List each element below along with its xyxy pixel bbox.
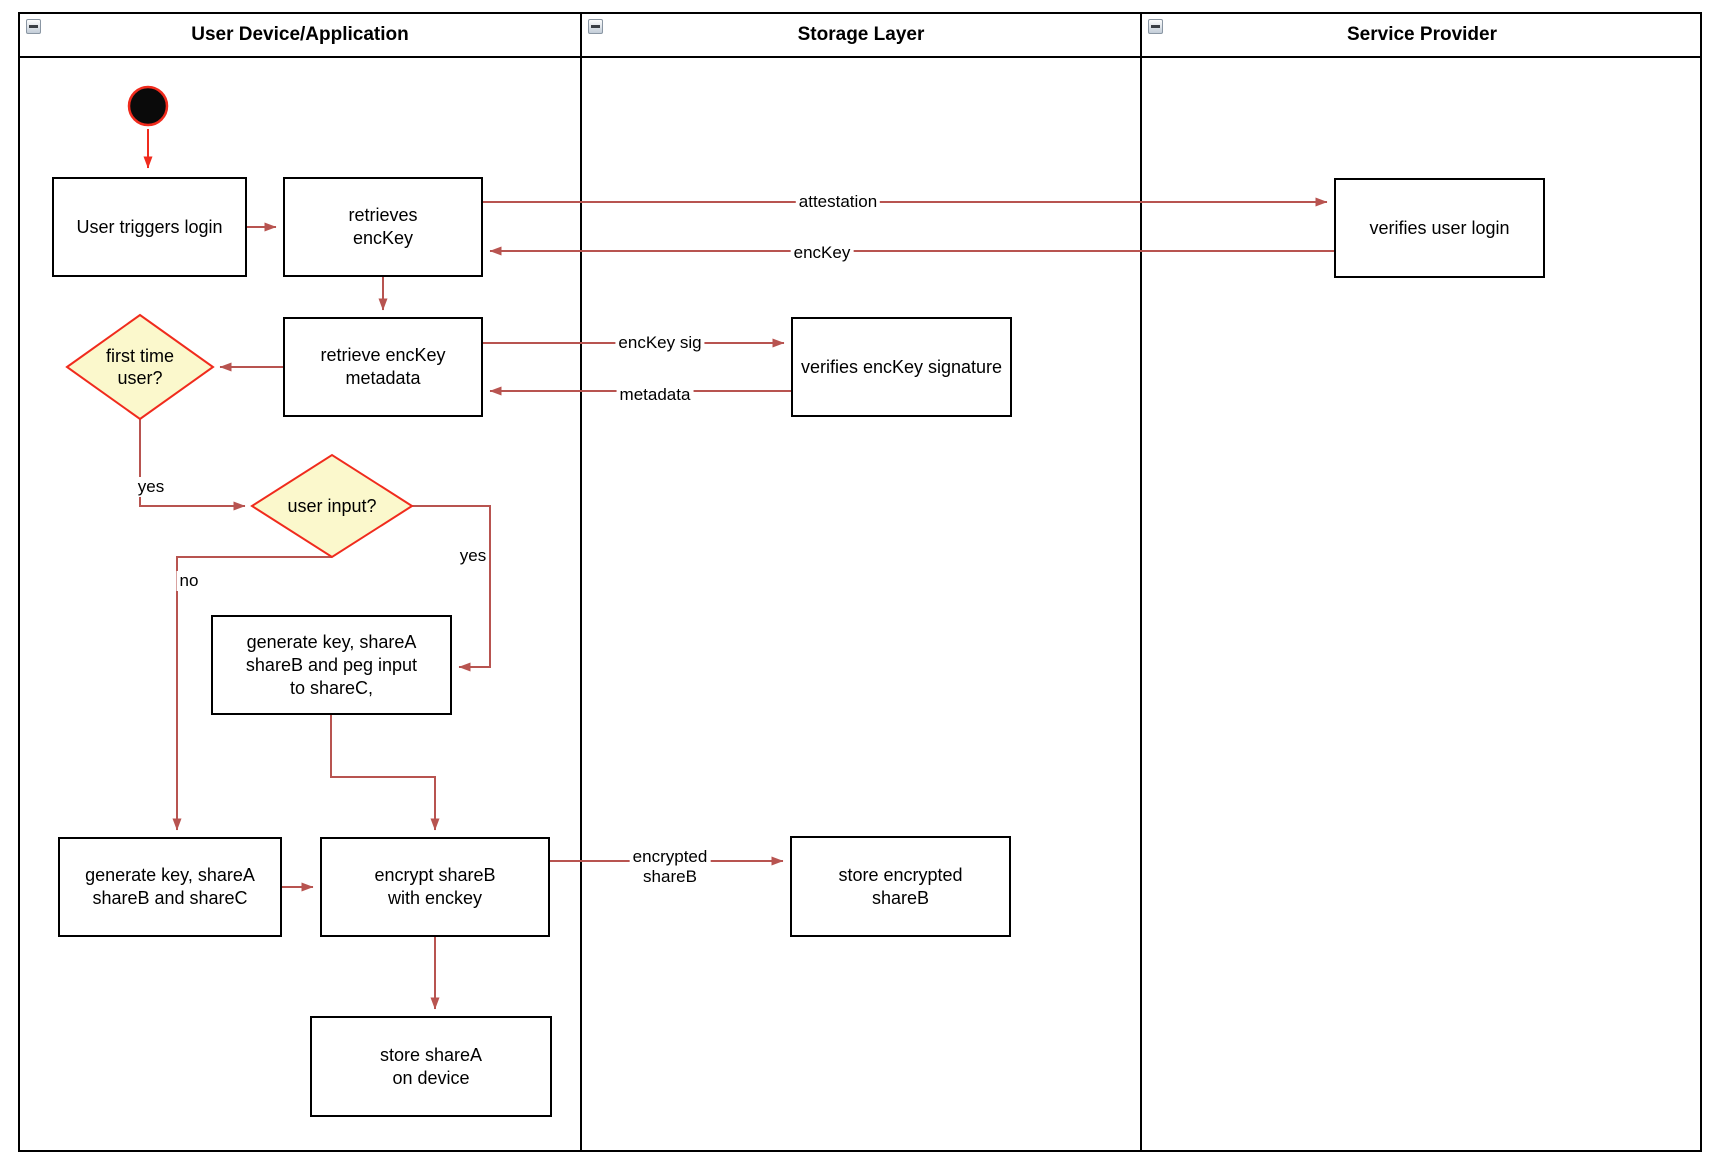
lane-header-underline [18,56,1702,58]
lane-separator-2 [1140,12,1142,1152]
edge-label-yes-first-time[interactable]: yes [134,477,168,497]
lane-title-user-device: User Device/Application [191,24,409,45]
start-node[interactable] [127,85,169,127]
node-verifies-user-login[interactable]: verifies user login [1334,178,1545,278]
node-retrieve-enckey-metadata[interactable]: retrieve encKey metadata [283,317,483,417]
edge-first-time-yes[interactable] [139,419,246,511]
node-verifies-enckey-signature[interactable]: verifies encKey signature [791,317,1012,417]
node-generate-peg-input[interactable]: generate key, shareA shareB and peg inpu… [211,615,452,715]
minus-icon [29,25,38,28]
decision-label-user-input: user input? [287,496,377,516]
edge-label-encrypted-shareb[interactable]: encrypted shareB [629,847,711,887]
node-store-sharea[interactable]: store shareA on device [310,1016,552,1117]
lane-header-storage-layer[interactable]: Storage Layer [582,14,1140,56]
collapse-lane-button-user-device[interactable] [26,19,41,34]
edge-user-input-yes[interactable] [412,505,491,672]
edge-label-enckey-sig[interactable]: encKey sig [615,333,705,353]
lane-separator-1 [580,12,582,1152]
minus-icon [1151,25,1160,28]
decision-user-input[interactable] [250,453,414,559]
decision-first-time-user[interactable] [65,313,215,421]
lane-header-service-provider[interactable]: Service Provider [1142,14,1702,56]
lane-title-service-provider: Service Provider [1347,24,1497,45]
node-retrieves-enckey[interactable]: retrieves encKey [283,177,483,277]
edge-label-no-user-input[interactable]: no [176,571,202,591]
minus-icon [591,25,600,28]
node-store-encrypted-shareb[interactable]: store encrypted shareB [790,836,1011,937]
lane-title-storage-layer: Storage Layer [797,24,925,45]
collapse-lane-button-storage-layer[interactable] [588,19,603,34]
collapse-lane-button-service-provider[interactable] [1148,19,1163,34]
edge-label-metadata[interactable]: metadata [616,385,694,405]
edge-label-yes-user-input[interactable]: yes [456,546,490,566]
edge-label-enckey[interactable]: encKey [790,243,854,263]
edge-user-input-no[interactable] [172,556,332,831]
edge-label-attestation[interactable]: attestation [795,192,881,212]
node-encrypt-shareb[interactable]: encrypt shareB with enckey [320,837,550,937]
decision-label-first-time-user: first time user? [105,346,175,388]
lane-header-user-device[interactable]: User Device/Application [20,14,580,56]
edge-peg-to-encrypt[interactable] [330,715,440,831]
node-generate-shares[interactable]: generate key, shareA shareB and shareC [58,837,282,937]
node-user-triggers-login[interactable]: User triggers login [52,177,247,277]
